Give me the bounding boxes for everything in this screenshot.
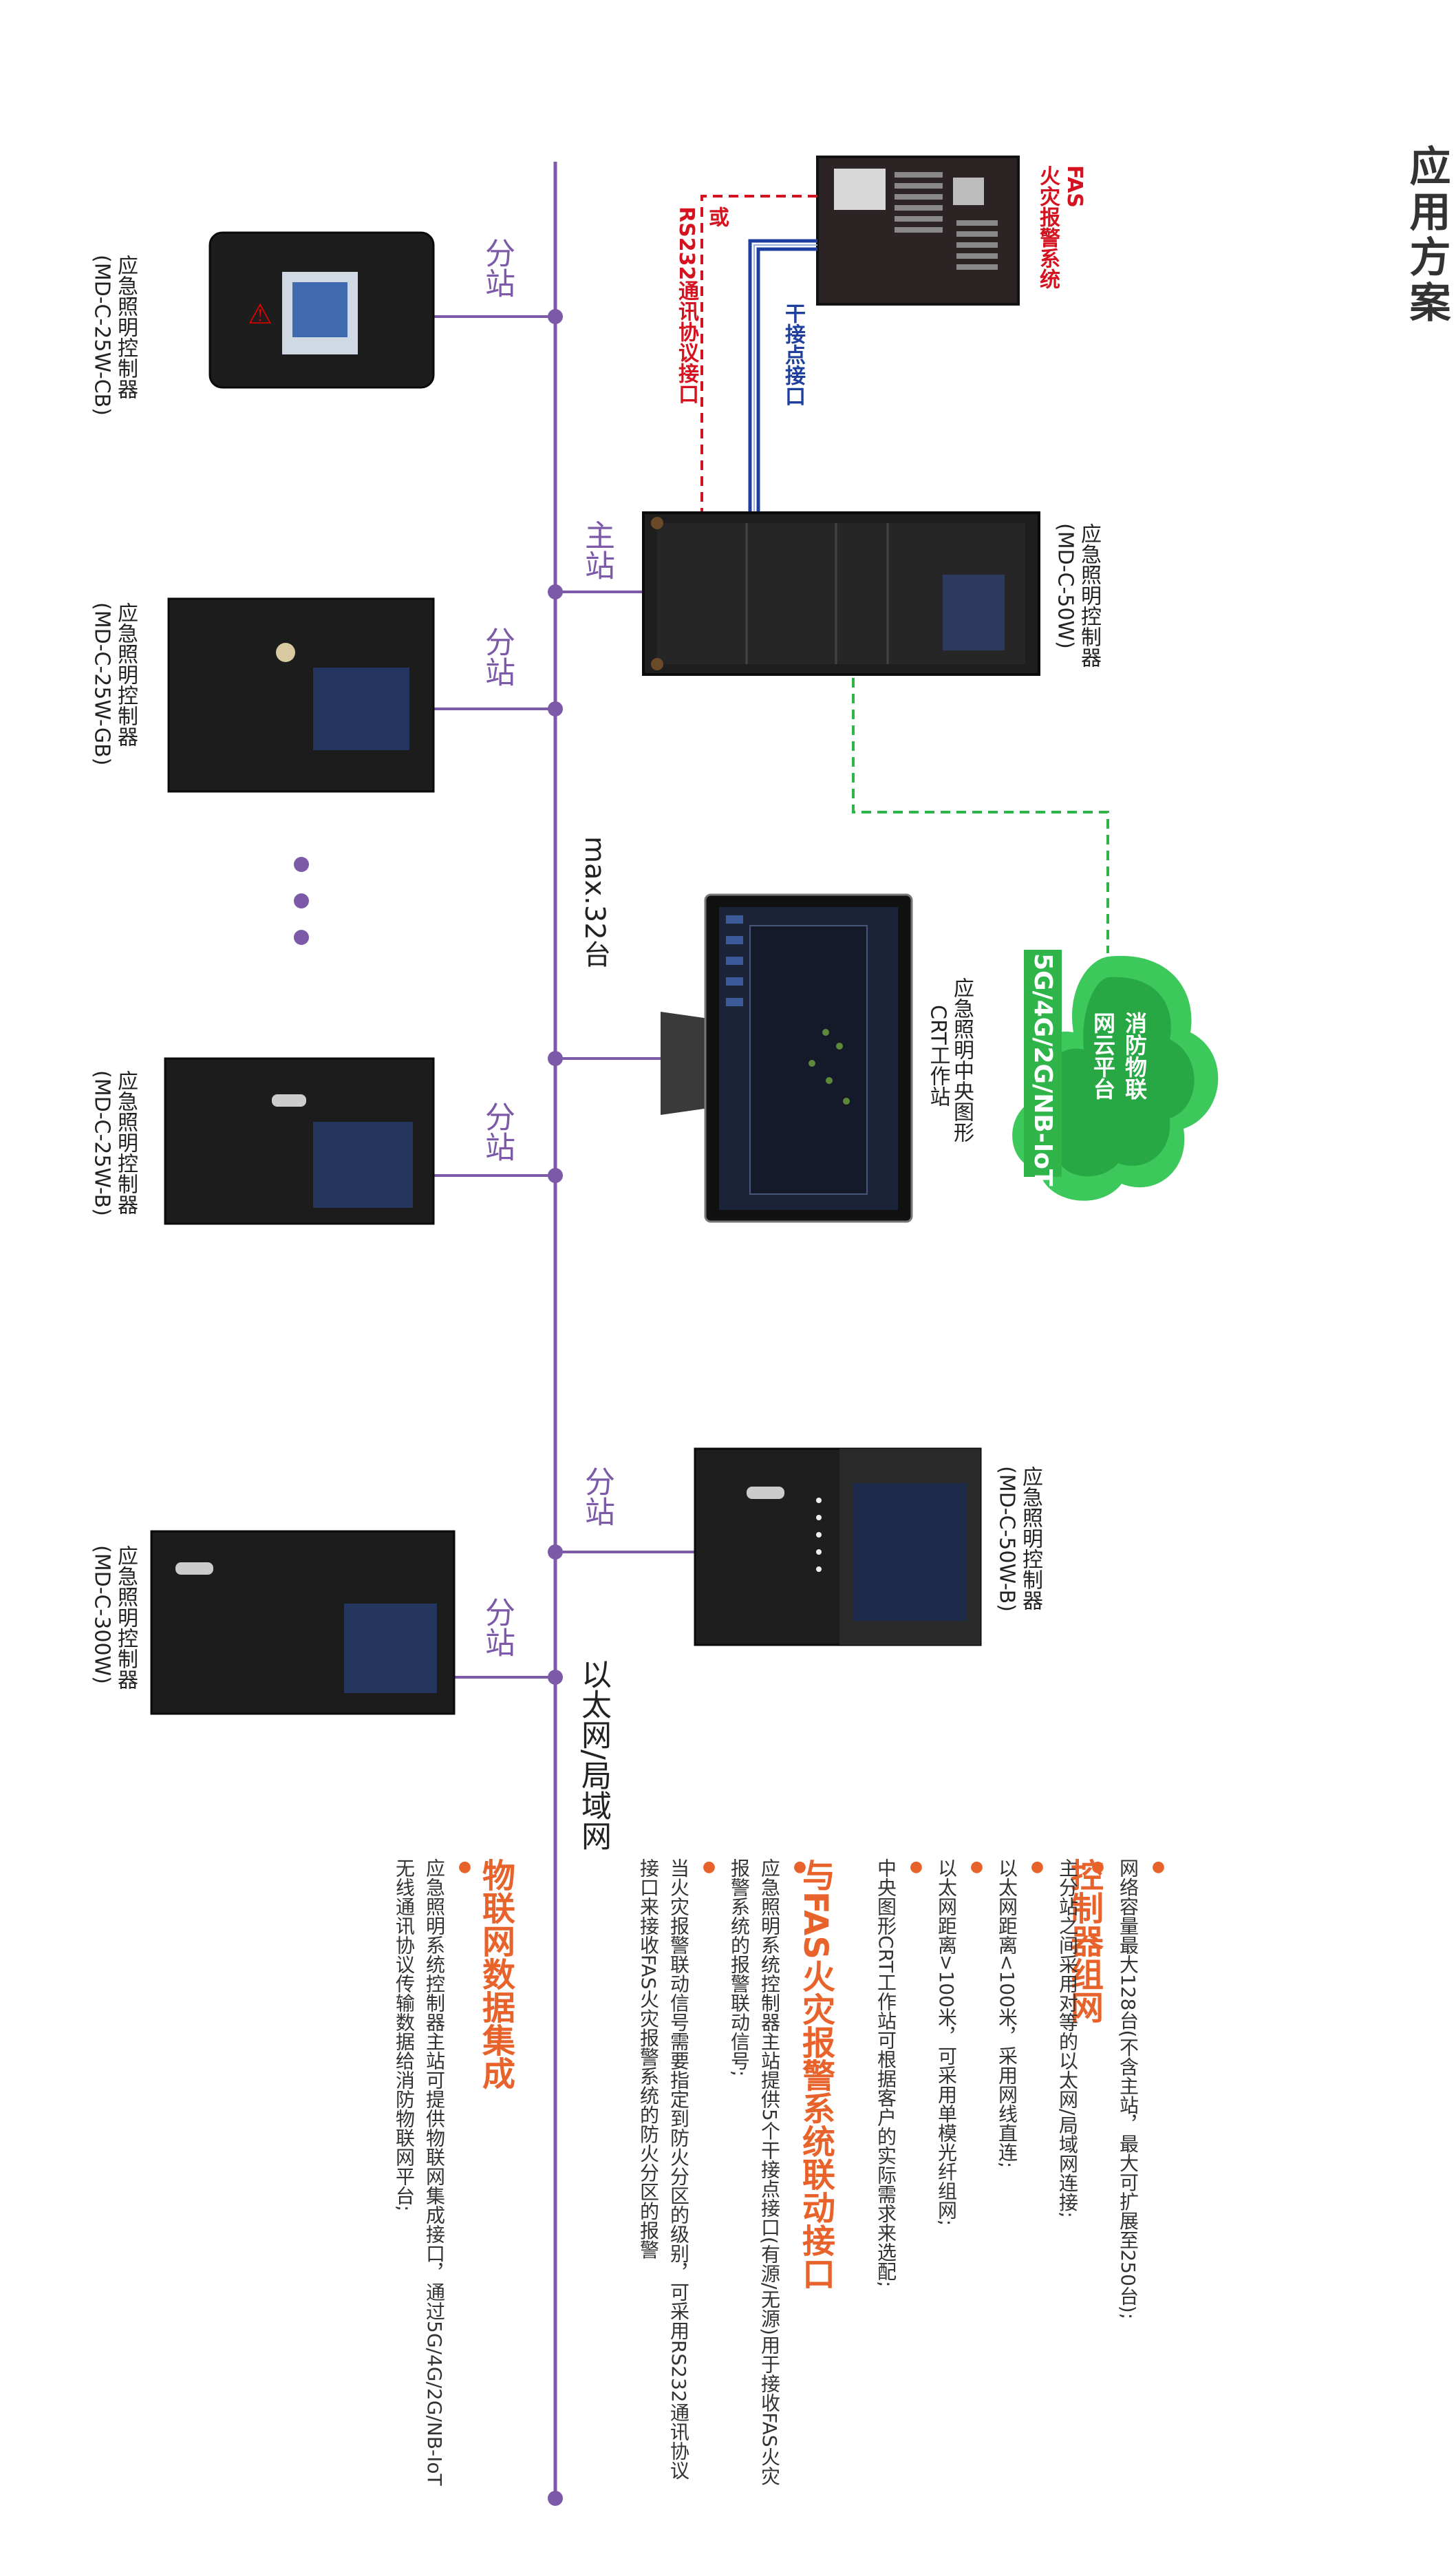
main-station-label: 主站 [579,520,614,580]
rs232-link [700,195,817,513]
ethernet-label: 以太网/局域网 [576,1659,611,1851]
fas-desc: 火灾报警系统 [1036,165,1060,289]
section-network-list: 网络容量最大128台(不含主站，最大可扩展至250台); 主分站之间采用对等的以… [870,1858,1173,2512]
sub-station-label-3: 分站 [480,1101,515,1162]
crt-label: 应急照明中央图形 CRT工作站 [925,977,974,1142]
main-controller-model: (MD-C-50W) [1053,523,1078,649]
bus-branches [430,315,709,1679]
fas-panel [816,156,1020,306]
crt-line1: 应急照明中央图形 [950,977,974,1142]
controller-label-5: 应急照明控制器 (MD-C-300W) [89,1545,138,1690]
controller-label-4: 应急照明控制器 (MD-C-50W-B) [994,1466,1043,1612]
section-iot-title: 物联网数据集成 [476,1858,515,2089]
list-item: 以太网距离<100米，采用网线直连; [992,1858,1052,2512]
controller-label-1: 应急照明控制器 (MD-C-25W-CB) [89,255,138,416]
controller-label-3: 应急照明控制器 (MD-C-25W-B) [89,1070,138,1216]
svg-text:⚠: ⚠ [248,299,272,330]
main-controller-label: 应急照明控制器 (MD-C-50W) [1053,523,1102,668]
dry-contact-label: 干接点接口 [781,303,805,406]
sub-station-label-4: 分站 [579,1466,614,1527]
section-fas-list: 应急照明系统控制器主站提供5个干接点接口(有源/无源)用于接收FAS火灾报警系统… [633,1858,815,2498]
controller-label-2: 应急照明控制器 (MD-C-25W-GB) [89,602,138,766]
list-item: 中央图形CRT工作站可根据客户的实际需求来选配; [870,1858,931,2512]
dry-contact-link [748,239,817,513]
sub-station-label-1: 分站 [480,237,515,298]
controller-25w-cb: ⚠ [208,231,435,389]
fas-name: FAS [1062,165,1086,208]
sub-station-label-5: 分站 [480,1597,515,1657]
crt-line2: CRT工作站 [925,1005,950,1107]
controller-50w-b [694,1447,982,1646]
cloud-platform-label: 消防物联 网云平台 [1087,1012,1150,1100]
list-item: 网络容量最大128台(不含主站，最大可扩展至250台); [1113,1858,1173,2512]
cloud-icon [1012,950,1219,1201]
controller-300w [150,1530,456,1715]
controller-25w-gb [167,597,435,793]
list-item: 应急照明系统控制器主站可提供物联网集成接口，通过5G/4G/2G/NB-IoT无… [389,1858,480,2498]
cloud-line1: 消防物联 [1122,1012,1148,1100]
section-iot-list: 应急照明系统控制器主站可提供物联网集成接口，通过5G/4G/2G/NB-IoT无… [389,1858,480,2498]
cloud-network-label: 5G/4G/2G/NB-IoT [1029,953,1057,1187]
fas-label: FAS 火灾报警系统 [1032,165,1086,289]
more-dots [294,857,309,945]
cloud-line2: 网云平台 [1090,1012,1116,1100]
max-stations-label: max.32台 [579,836,610,968]
crt-workstation [661,893,913,1223]
list-item: 当火灾报警联动信号需要指定到防火分区的级别，可采用RS232通讯协议接口来接收F… [633,1858,724,2498]
rs232-label: 或 RS232通讯协议接口 [674,206,729,405]
cloud-link [852,678,1109,953]
main-controller-name: 应急照明控制器 [1077,523,1101,668]
list-item: 以太网距离>100米，可采用单模光纤组网; [931,1858,992,2512]
main-controller [642,511,1040,676]
list-item: 应急照明系统控制器主站提供5个干接点接口(有源/无源)用于接收FAS火灾报警系统… [724,1858,815,2498]
page-title: 应用方案 [1402,145,1450,326]
controller-25w-b [164,1057,435,1225]
sub-station-label-2: 分站 [480,626,515,687]
list-item: 主分站之间采用对等的以太网/局域网连接; [1052,1858,1113,2512]
bus-nodes [548,309,563,2506]
